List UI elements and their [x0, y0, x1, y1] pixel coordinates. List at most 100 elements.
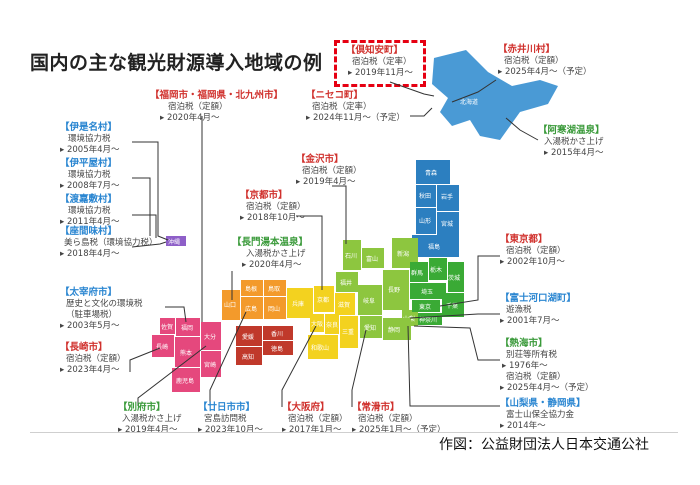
pref-nara[interactable] [325, 314, 339, 334]
pref-label-okayama: 岡山 [268, 305, 280, 313]
pref-hyogo[interactable] [287, 288, 313, 318]
pref-kagawa[interactable] [263, 326, 293, 340]
leader-akanko [505, 117, 539, 141]
leader-akaigawa [451, 79, 497, 103]
leader-atami [413, 325, 500, 361]
pref-label-mie: 三重 [342, 328, 354, 336]
pref-tokushima[interactable] [263, 341, 293, 355]
pref-kochi[interactable] [236, 347, 262, 365]
pref-label-ehime: 愛媛 [242, 333, 254, 341]
label-iheya: 【伊平屋村】 環境協力税 ▸ 2008年7月～ [60, 158, 120, 191]
pref-aomori[interactable] [416, 160, 450, 184]
label-osaka: 【大阪府】 宿泊税（定額） ▸ 2017年1月～ [282, 402, 348, 435]
pref-label-gunma: 群馬 [411, 269, 423, 277]
leader-hatsukaichi [209, 311, 247, 406]
pref-label-nara: 奈良 [326, 321, 338, 329]
pref-okayama[interactable] [264, 297, 286, 319]
pref-wakayama[interactable] [308, 335, 338, 359]
label-niseko: 【ニセコ町】 宿泊税（定率） ▸ 2024年11月～（予定） [306, 90, 405, 123]
region-chugoku: 山口 島根 鳥取 広島 岡山 [222, 280, 286, 320]
pref-label-kochi: 高知 [242, 353, 254, 361]
label-tokashiki: 【渡嘉敷村】 環境協力税 ▸ 2011年4月～ [60, 194, 120, 227]
leader-iheya [132, 177, 151, 236]
pref-gunma[interactable] [410, 262, 428, 282]
pref-oita[interactable] [201, 322, 221, 350]
pref-akita[interactable] [416, 185, 436, 207]
pref-tochigi[interactable] [429, 258, 447, 280]
pref-miyazaki[interactable] [201, 351, 221, 377]
region-tohoku: 青森 秋田 岩手 山形 宮城 福島 [412, 160, 459, 257]
region-kyushu: 福岡 佐賀 長崎 大分 熊本 宮崎 鹿児島 [152, 318, 221, 392]
pref-label-nagano: 長野 [388, 286, 400, 294]
pref-label-oita: 大分 [204, 333, 216, 341]
pref-label-kanagawa: 神奈川 [419, 316, 437, 324]
pref-osaka[interactable] [310, 314, 324, 332]
pref-yamaguchi[interactable] [222, 290, 240, 320]
pref-label-wakayama: 和歌山 [311, 344, 329, 352]
label-atami: 【熱海市】 別荘等所有税 ▸ 1976年～ 宿泊税（定額） ▸ 2025年4月～… [500, 338, 594, 393]
pref-toyama[interactable] [362, 248, 384, 268]
pref-ishikawa[interactable] [343, 240, 361, 270]
leader-tokoname [351, 329, 367, 407]
pref-yamagata[interactable] [416, 208, 436, 234]
pref-nagano[interactable] [383, 270, 409, 310]
pref-iwate[interactable] [437, 185, 459, 211]
pref-okinawa[interactable] [166, 236, 186, 246]
label-kyoto: 【京都市】 宿泊税（定額） ▸ 2018年10月～ [240, 190, 306, 223]
label-tokyo: 【東京都】 宿泊税（定額） ▸ 2002年10月～ [500, 234, 566, 267]
pref-label-miyagi: 宮城 [441, 220, 453, 228]
label-fukuoka: 【福岡市・福岡県・北九州市】 宿泊税（定額） ▸ 2020年4月～ [150, 90, 284, 123]
leader-kanazawa [332, 185, 347, 244]
leader-lines [129, 79, 539, 407]
pref-label-fukui: 福井 [340, 279, 352, 287]
pref-label-ishikawa: 石川 [345, 253, 357, 260]
pref-label-miyazaki: 宮崎 [204, 361, 216, 369]
label-nagasaki: 【長崎市】 宿泊税（定額） ▸ 2023年4月～ [60, 342, 126, 375]
region-kinki: 兵庫 京都 滋賀 大阪 奈良 三重 和歌山 [287, 286, 358, 359]
pref-tokyo[interactable] [412, 300, 440, 312]
label-dazaifu: 【太宰府市】 歴史と文化の環境税 （駐車場税） ▸ 2003年5月～ [60, 287, 143, 331]
pref-nagasaki[interactable] [152, 335, 174, 357]
pref-label-okinawa: 沖縄 [168, 238, 180, 246]
pref-kagoshima[interactable] [172, 368, 200, 392]
pref-saga[interactable] [160, 318, 175, 334]
pref-gifu[interactable] [358, 285, 382, 315]
leader-beppu [137, 345, 207, 406]
pref-label-hiroshima: 広島 [245, 305, 257, 313]
pref-label-aichi: 愛知 [364, 324, 376, 332]
pref-chiba[interactable] [442, 293, 464, 317]
pref-label-tokushima: 徳島 [271, 345, 283, 353]
leader-fujikawaguchiko [409, 313, 500, 319]
pref-shizuoka[interactable] [383, 318, 411, 340]
pref-hiroshima[interactable] [241, 297, 263, 319]
label-kanazawa: 【金沢市】 宿泊税（定額） ▸ 2019年4月～ [296, 154, 362, 187]
leader-osaka [281, 325, 317, 407]
pref-fukushima[interactable] [412, 235, 459, 257]
pref-label-toyama: 富山 [366, 255, 378, 263]
pref-fukuoka[interactable] [176, 318, 200, 336]
pref-miyagi[interactable] [437, 212, 459, 236]
pref-mie[interactable] [340, 316, 358, 348]
pref-saitama[interactable] [410, 283, 446, 299]
pref-label-hyogo: 兵庫 [292, 300, 304, 308]
pref-label-niigata: 新潟 [397, 250, 409, 258]
label-tokoname: 【常滑市】 宿泊税（定額） ▸ 2025年1月～（予定） [352, 402, 446, 435]
pref-kyoto[interactable] [314, 286, 334, 312]
leader-tokyo [439, 255, 500, 307]
pref-fukui[interactable] [336, 272, 358, 292]
pref-label-tokyo: 東京 [419, 303, 431, 311]
pref-kumamoto[interactable] [175, 337, 200, 367]
pref-tottori[interactable] [264, 280, 286, 296]
pref-label-shiga: 滋賀 [338, 301, 350, 309]
pref-shimane[interactable] [241, 280, 263, 296]
pref-ibaraki[interactable] [448, 262, 464, 292]
leader-niseko [410, 107, 433, 117]
pref-label-yamagata: 山形 [419, 217, 431, 225]
pref-label-saga: 佐賀 [161, 323, 173, 331]
pref-label-shimane: 島根 [245, 285, 257, 293]
bottom-divider [30, 432, 678, 433]
pref-hokkaido[interactable] [432, 50, 558, 140]
pref-shiga[interactable] [335, 293, 355, 315]
pref-ehime[interactable] [236, 326, 262, 346]
pref-label-kumamoto: 熊本 [180, 349, 192, 357]
